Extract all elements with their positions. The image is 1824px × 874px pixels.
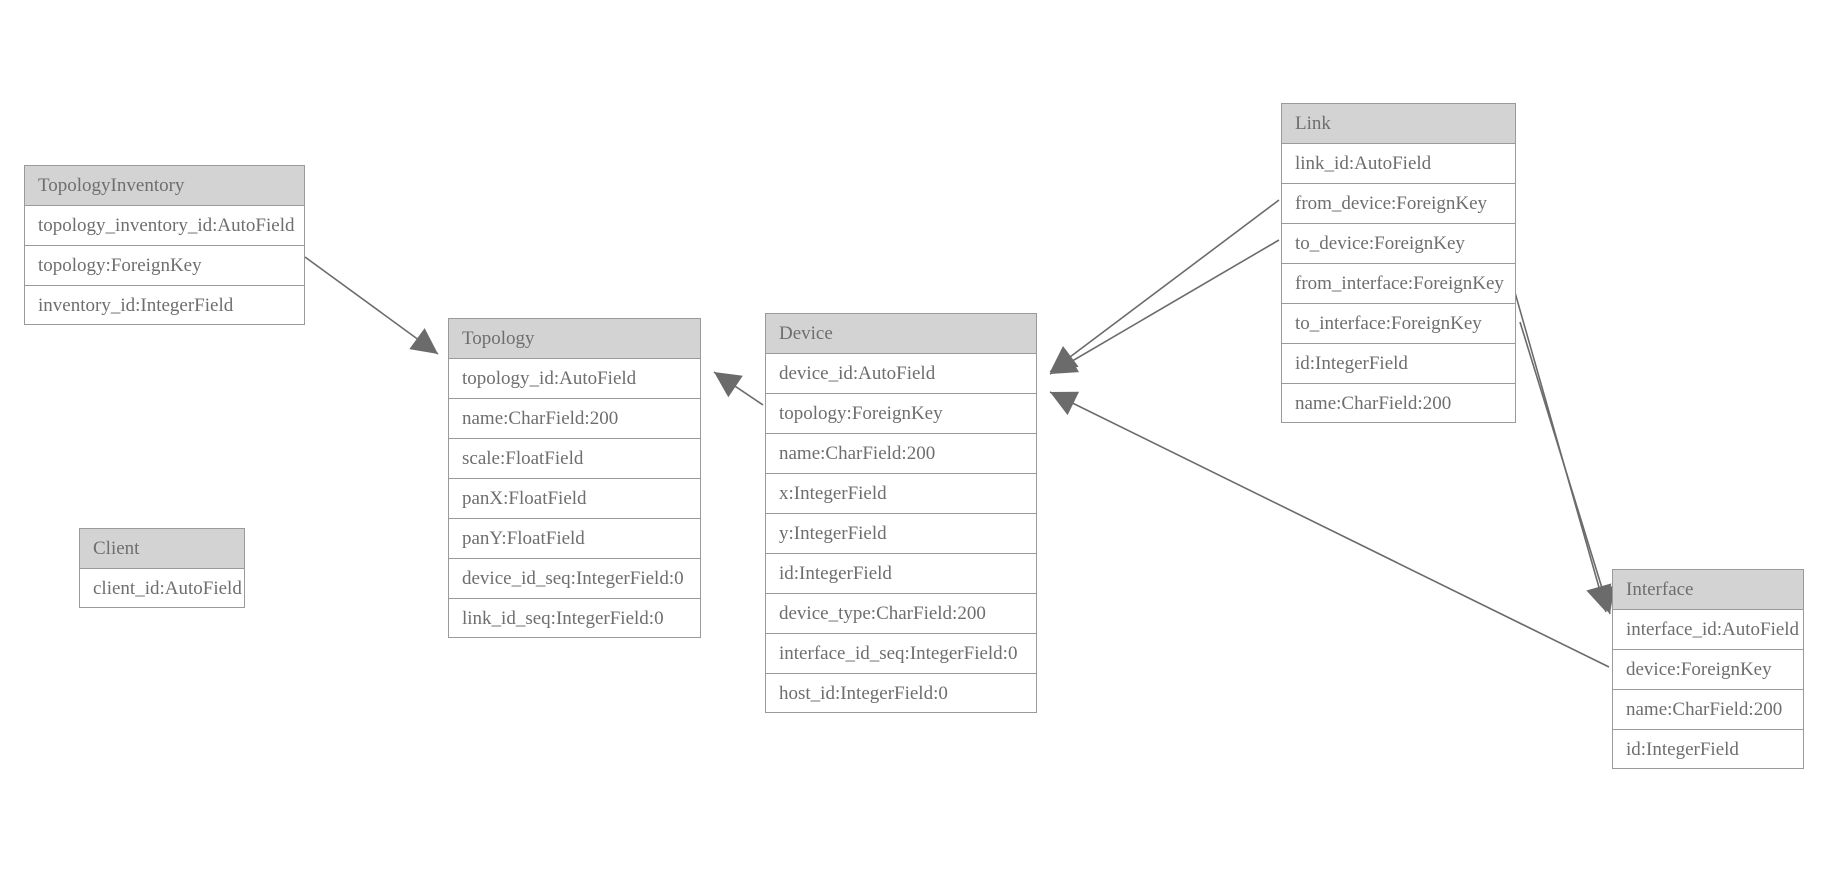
field-row[interactable]: host_id:IntegerField:0	[779, 683, 948, 704]
field-row[interactable]: link_id_seq:IntegerField:0	[462, 608, 664, 629]
field-row[interactable]: topology:ForeignKey	[766, 394, 1036, 434]
field-row[interactable]: topology_id:AutoField	[449, 359, 700, 399]
arrowhead-topologyinventory-topology	[409, 328, 438, 354]
field-row[interactable]: to_device:ForeignKey	[1282, 224, 1515, 264]
field-row[interactable]: topology_inventory_id:AutoField	[25, 206, 304, 246]
field-row[interactable]: from_interface:ForeignKey	[1282, 264, 1515, 304]
relation-line-link-from_device	[1049, 199, 1280, 373]
field-row[interactable]: name:CharField:200	[449, 399, 700, 439]
entity-title-interface: Interface	[1613, 570, 1803, 610]
field-row[interactable]: topology:ForeignKey	[25, 246, 304, 286]
field-row[interactable]: panX:FloatField	[449, 479, 700, 519]
field-row[interactable]: device_id:AutoField	[766, 354, 1036, 394]
field-row[interactable]: interface_id:AutoField	[1613, 610, 1803, 650]
field-row[interactable]: link_id:AutoField	[1282, 144, 1515, 184]
field-row[interactable]: device_id_seq:IntegerField:0	[449, 559, 700, 599]
field-row[interactable]: name:CharField:200	[766, 434, 1036, 474]
field-row[interactable]: scale:FloatField	[449, 439, 700, 479]
entity-fields-client: client_id:AutoField	[80, 569, 244, 609]
field-row[interactable]: device_type:CharField:200	[766, 594, 1036, 634]
field-row[interactable]: interface_id_seq:IntegerField:0	[766, 634, 1036, 674]
field-row[interactable]: id:IntegerField	[1282, 344, 1515, 384]
field-row[interactable]: panY:FloatField	[449, 519, 700, 559]
field-row[interactable]: id:IntegerField	[1626, 739, 1739, 760]
relation-line-topologyinventory-topology	[304, 256, 439, 355]
entity-title-topologyinventory: TopologyInventory	[25, 166, 304, 206]
field-row[interactable]: from_device:ForeignKey	[1282, 184, 1515, 224]
entity-title-link: Link	[1282, 104, 1515, 144]
entity-title-topology: Topology	[449, 319, 700, 359]
field-row[interactable]: device:ForeignKey	[1613, 650, 1803, 690]
relation-line-link-to_device	[1049, 239, 1280, 375]
arrowhead-interface-device	[1050, 391, 1080, 416]
field-row[interactable]: client_id:AutoField	[93, 578, 242, 599]
arrowhead-link-to_device	[1050, 349, 1080, 374]
relation-line-interface-device	[1049, 391, 1610, 668]
field-row[interactable]: x:IntegerField	[766, 474, 1036, 514]
field-row[interactable]: y:IntegerField	[766, 514, 1036, 554]
relation-line-link-to_interface	[1519, 321, 1611, 615]
relation-line-device-topology	[713, 371, 764, 406]
arrowhead-device-topology	[714, 372, 743, 398]
entity-client[interactable]: Client client_id:AutoField	[79, 528, 245, 608]
entity-title-device: Device	[766, 314, 1036, 354]
field-row[interactable]: id:IntegerField	[766, 554, 1036, 594]
field-row[interactable]: to_interface:ForeignKey	[1282, 304, 1515, 344]
relation-line-link-from_interface	[1511, 281, 1607, 613]
field-row[interactable]: inventory_id:IntegerField	[38, 295, 234, 316]
field-row[interactable]: name:CharField:200	[1295, 393, 1452, 414]
field-row[interactable]: name:CharField:200	[1613, 690, 1803, 730]
entity-title-client: Client	[80, 529, 244, 569]
arrowhead-link-from_device	[1050, 345, 1079, 372]
